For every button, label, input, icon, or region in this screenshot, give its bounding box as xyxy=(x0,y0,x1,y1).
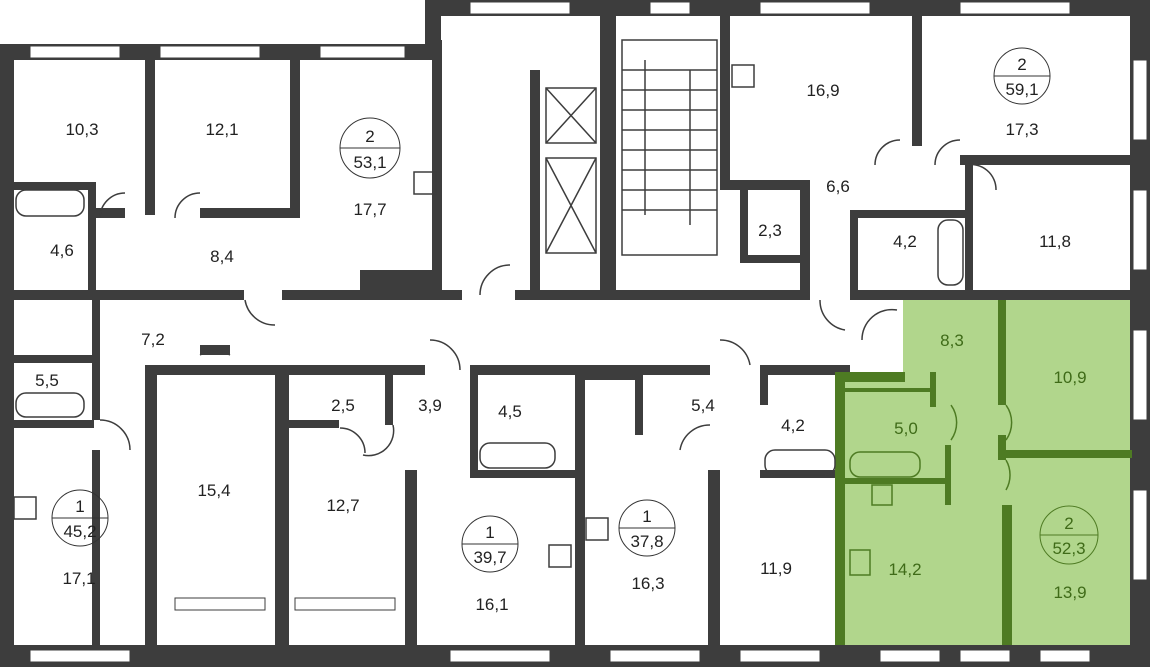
windows xyxy=(29,1,1148,663)
room-area: 10,9 xyxy=(1053,368,1086,387)
fixtures xyxy=(13,64,997,568)
apartment-badge-highlighted[interactable]: 2 52,3 xyxy=(1039,505,1099,565)
room-area: 8,3 xyxy=(940,331,964,350)
room-area: 4,2 xyxy=(893,232,917,251)
room-area: 2,3 xyxy=(758,221,782,240)
room-area: 6,6 xyxy=(826,177,850,196)
room-area: 4,5 xyxy=(498,402,522,421)
room-area: 11,9 xyxy=(760,559,792,578)
room-area: 4,6 xyxy=(50,241,74,260)
apartment-badge[interactable]: 2 53,1 xyxy=(339,117,401,179)
room-area: 8,4 xyxy=(210,247,234,266)
room-area: 10,3 xyxy=(65,120,98,139)
room-area: 5,4 xyxy=(691,396,715,415)
room-area: 16,9 xyxy=(806,81,839,100)
rooms-count: 1 xyxy=(642,507,651,526)
apartment-area: 37,8 xyxy=(630,532,663,551)
room-area: 16,1 xyxy=(475,595,508,614)
apartment-area: 52,3 xyxy=(1052,539,1085,558)
room-area: 12,1 xyxy=(205,120,238,139)
rooms-count: 1 xyxy=(75,497,84,516)
stairs xyxy=(621,39,718,256)
room-area: 7,2 xyxy=(141,330,165,349)
apartment-badge[interactable]: 1 37,8 xyxy=(618,499,676,557)
room-area: 4,2 xyxy=(781,416,805,435)
apartment-area: 59,1 xyxy=(1005,80,1038,99)
apartment-badge[interactable]: 1 39,7 xyxy=(461,515,519,573)
interior-walls xyxy=(14,16,1130,645)
room-area-labels: 10,3 12,1 17,7 4,6 8,4 16,9 17,3 6,6 2,3… xyxy=(35,81,1086,614)
room-area: 11,8 xyxy=(1039,232,1071,251)
apartment-area: 53,1 xyxy=(353,153,386,172)
room-area: 14,2 xyxy=(888,560,921,579)
room-area: 17,1 xyxy=(62,569,95,588)
elevators xyxy=(545,87,597,254)
room-area: 15,4 xyxy=(197,481,230,500)
apartment-area: 39,7 xyxy=(473,548,506,567)
rooms-count: 2 xyxy=(365,127,374,146)
room-area: 16,3 xyxy=(631,574,664,593)
room-area: 5,5 xyxy=(35,371,59,390)
highlighted-apartment-walls xyxy=(835,300,1132,645)
room-area: 2,5 xyxy=(331,396,355,415)
room-area: 5,0 xyxy=(894,419,918,438)
room-area: 17,7 xyxy=(353,200,386,219)
rooms-count: 2 xyxy=(1017,55,1026,74)
apartment-area: 45,2 xyxy=(63,522,96,541)
room-area: 3,9 xyxy=(418,396,442,415)
apartment-badge[interactable]: 1 45,2 xyxy=(51,489,109,547)
apartment-badge[interactable]: 2 59,1 xyxy=(993,47,1051,105)
highlighted-apartment-area[interactable] xyxy=(845,300,1132,645)
room-area: 17,3 xyxy=(1005,120,1038,139)
room-area: 12,7 xyxy=(326,496,359,515)
room-area: 13,9 xyxy=(1053,583,1086,602)
rooms-count: 2 xyxy=(1064,514,1073,533)
rooms-count: 1 xyxy=(485,523,494,542)
